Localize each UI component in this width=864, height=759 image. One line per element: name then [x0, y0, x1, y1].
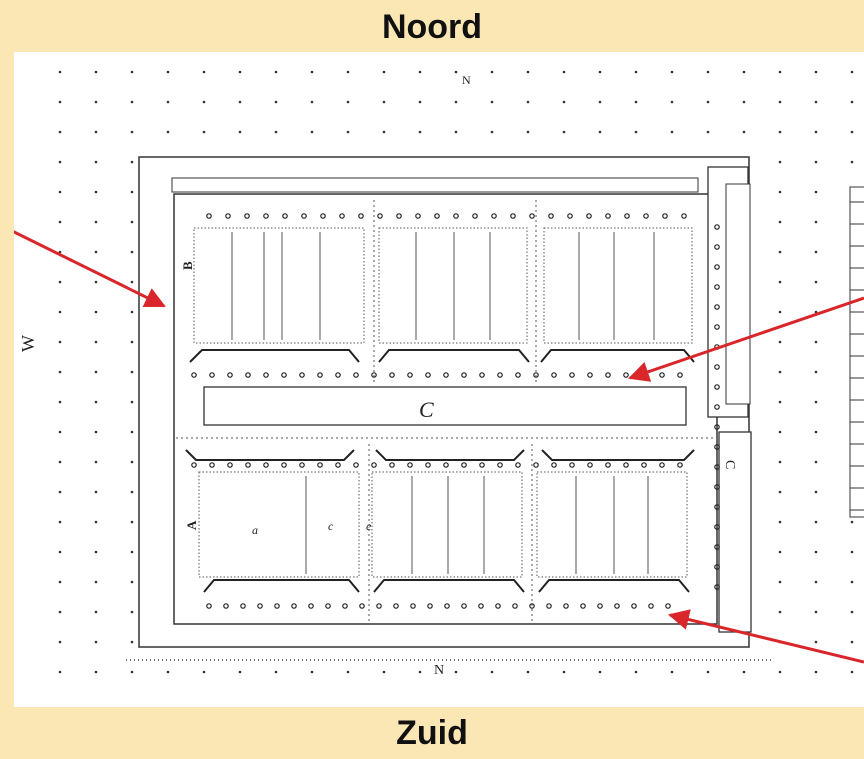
label-c: c	[328, 519, 334, 533]
label-e: e	[366, 519, 372, 533]
upper-barracks	[193, 227, 693, 344]
post-circles	[191, 213, 720, 609]
field-mark-lower: A	[184, 520, 199, 530]
field-mark-upper: B	[180, 261, 195, 270]
north-label: Noord	[381, 8, 483, 46]
west-mark: W	[18, 335, 38, 352]
block-brackets	[185, 349, 695, 593]
map-plan: C	[14, 52, 864, 707]
right-mark: C	[722, 460, 737, 469]
south-small-mark: N	[434, 663, 444, 678]
north-gap	[171, 177, 699, 193]
central-building-label: C	[419, 397, 434, 422]
east-gate-inner-upper	[725, 183, 751, 405]
north-small-mark: N	[462, 73, 471, 87]
lower-barracks	[198, 471, 688, 578]
arrow-west-wall	[14, 230, 166, 308]
south-label: Zuid	[396, 714, 468, 752]
scale-bar	[849, 186, 864, 518]
central-building	[203, 386, 687, 426]
lower-barracks-divisions	[305, 476, 649, 574]
upper-barracks-divisions	[231, 232, 655, 340]
arrow-south-row	[667, 609, 864, 664]
label-a: a	[252, 523, 258, 537]
arrow-central-row	[628, 296, 864, 382]
